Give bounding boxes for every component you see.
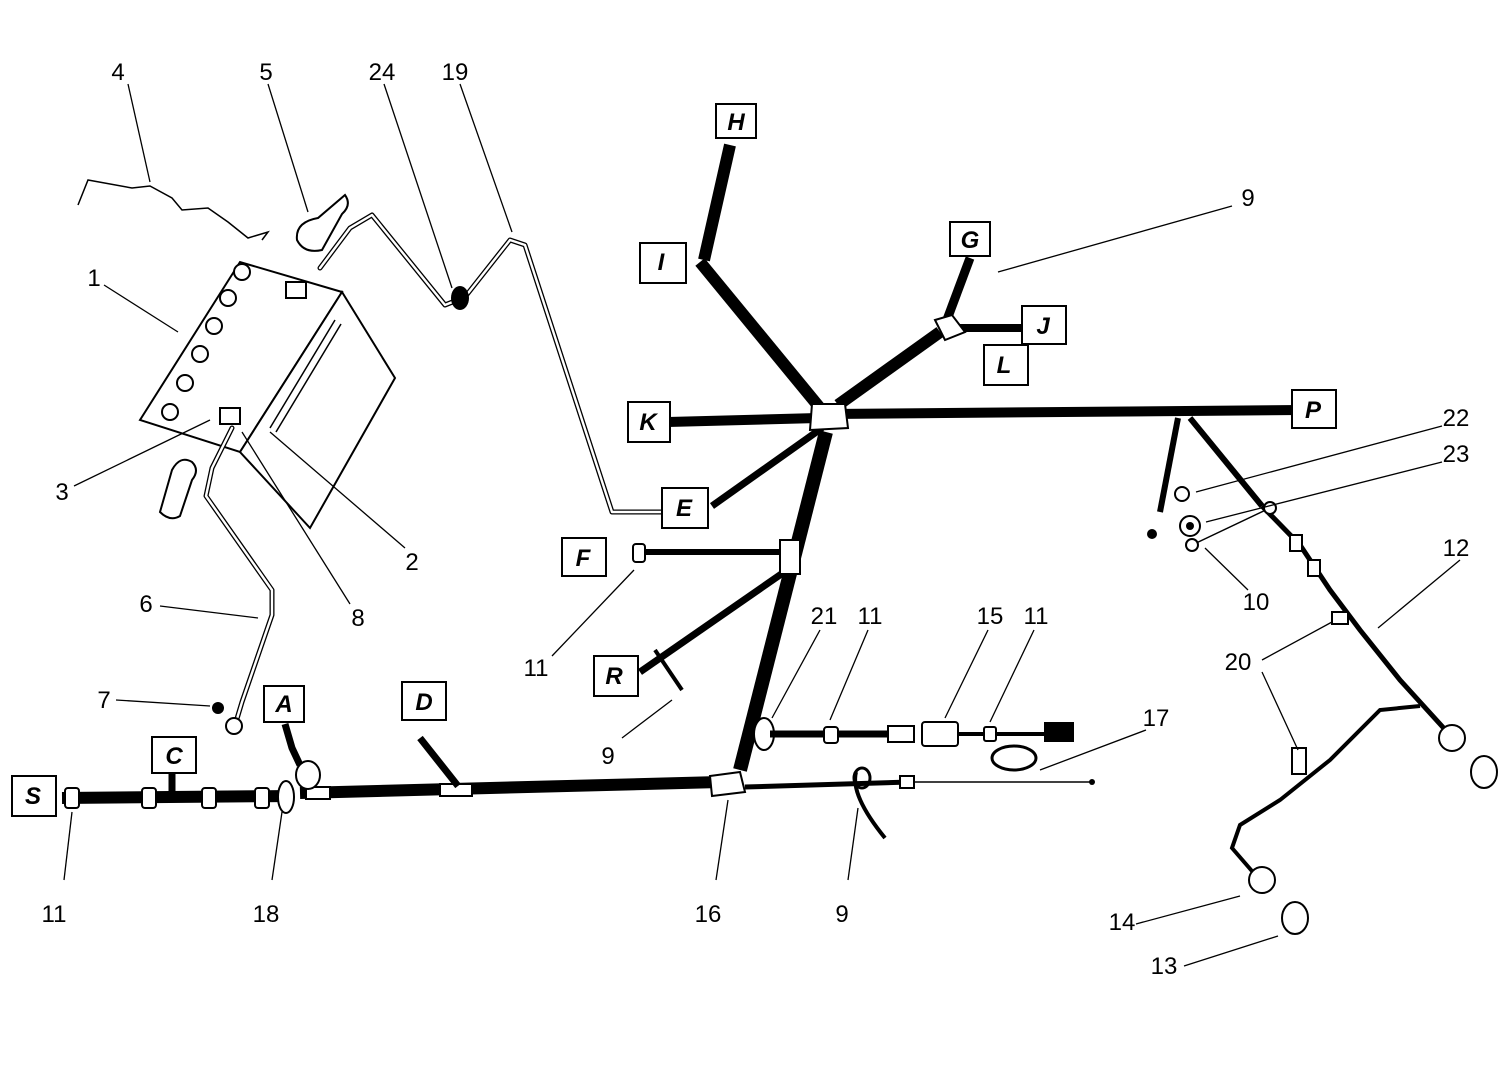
callout-11-f: 11 [524,655,549,682]
callout-22: 22 [1443,405,1470,432]
connector-label-R: R [605,663,623,690]
callout-9-r: 9 [601,743,614,770]
callout-8: 8 [351,605,364,632]
terminal-boot-negative [158,458,197,520]
callout-4: 4 [111,59,124,86]
connector-box-K[interactable]: K [627,401,671,443]
connector-label-G: G [961,227,980,254]
connector-label-S: S [25,783,41,810]
grommet-24 [451,286,469,310]
callout-21: 21 [811,603,838,630]
connector-label-P: P [1305,397,1322,424]
connector-box-F[interactable]: F [561,537,607,577]
connector-box-E[interactable]: E [661,487,709,529]
callout-17: 17 [1143,705,1170,732]
callout-20: 20 [1225,649,1252,676]
callout-1: 1 [87,265,100,292]
connector-label-L: L [997,352,1012,379]
connector-label-F: F [576,545,592,572]
bulb-upper [1470,755,1498,789]
callout-6: 6 [139,591,152,618]
connector-box-A[interactable]: A [263,685,305,723]
connector-label-E: E [676,495,693,522]
callout-13: 13 [1151,953,1178,980]
connector-box-C[interactable]: C [151,736,197,774]
connector-label-J: J [1036,313,1050,340]
connector-box-G[interactable]: G [949,221,991,257]
callout-14: 14 [1109,909,1136,936]
callout-16: 16 [695,901,722,928]
connector-label-D: D [415,689,432,716]
callout-18: 18 [253,901,280,928]
connector-label-A: A [274,691,292,718]
terminal-boot-positive [295,193,349,252]
connector-box-R[interactable]: R [593,655,639,697]
connector-box-D[interactable]: D [401,681,447,721]
connector-box-L[interactable]: L [983,344,1029,386]
callout-7: 7 [97,687,110,714]
callout-23: 23 [1443,441,1470,468]
callout-15: 15 [977,603,1004,630]
callout-10: 10 [1243,589,1270,616]
connector-label-H: H [727,109,745,136]
connector-box-I[interactable]: I [639,242,687,284]
bulb-13 [1281,901,1309,935]
connector-box-J[interactable]: J [1021,305,1067,345]
connector-box-S[interactable]: S [11,775,57,817]
callout-12: 12 [1443,535,1470,562]
connector-box-H[interactable]: H [715,103,757,139]
connector-label-C: C [165,743,183,770]
callout-5: 5 [259,59,272,86]
main-harness [634,143,1301,772]
connector-label-K: K [639,409,658,436]
o-ring-17 [990,744,1038,772]
callout-2: 2 [405,549,418,576]
callout-9-bottom: 9 [835,901,848,928]
connector-label-I: I [658,249,666,276]
connector-box-P[interactable]: P [1291,389,1337,429]
callout-24: 24 [369,59,396,86]
callout-9-top: 9 [1241,185,1254,212]
leader-lines [63,83,1461,967]
nut-7 [212,702,224,714]
callout-11-a: 11 [858,603,883,630]
callout-19: 19 [442,59,469,86]
hold-down-bracket [77,179,270,241]
callout-11-b: 11 [1024,603,1049,630]
callout-11-s: 11 [42,901,67,928]
callout-3: 3 [55,479,68,506]
callout-numbers: 4 5 24 19 9 1 3 2 8 6 7 11 9 21 11 15 11… [42,59,1470,980]
battery [138,260,397,530]
